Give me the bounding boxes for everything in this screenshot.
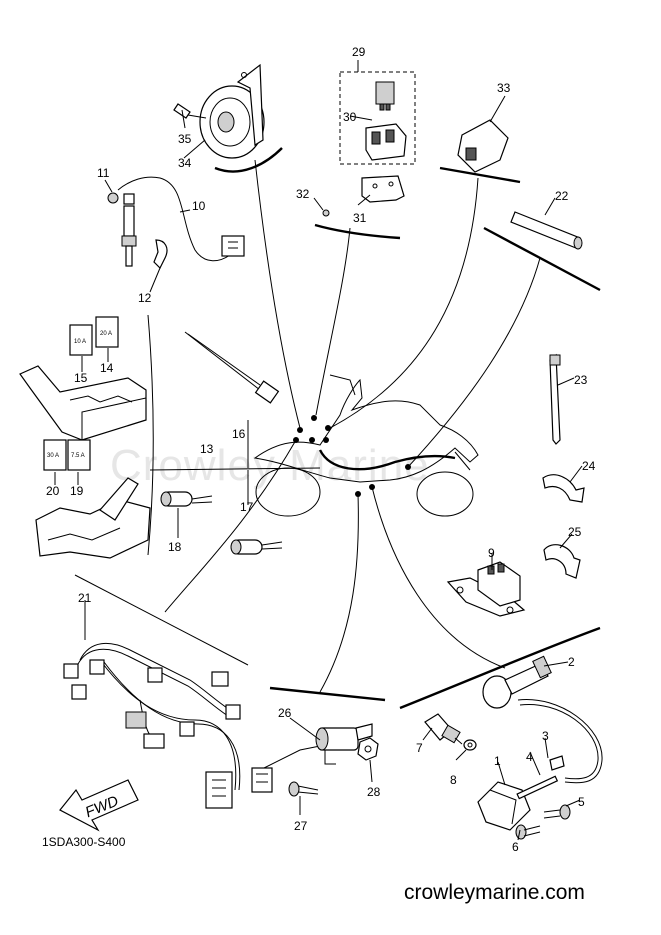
callout-8: 8 bbox=[450, 773, 457, 787]
fuse-20-rating: 30 A bbox=[47, 453, 59, 459]
callout-28: 28 bbox=[367, 785, 381, 799]
callout-16: 16 bbox=[232, 427, 246, 441]
fuse-14-rating: 20 A bbox=[100, 331, 112, 337]
wire-harness bbox=[63, 642, 241, 809]
callout-19: 19 bbox=[70, 484, 84, 498]
rectifier-9 bbox=[446, 561, 526, 617]
thermo-switch bbox=[424, 713, 463, 745]
fuse-15-rating: 10 A bbox=[74, 339, 86, 345]
callout-5: 5 bbox=[578, 795, 585, 809]
callout-20: 20 bbox=[46, 484, 60, 498]
callout-21: 21 bbox=[78, 591, 92, 605]
lead-wire bbox=[184, 331, 280, 404]
callout-leaders bbox=[54, 60, 583, 841]
oil-pressure-switch bbox=[107, 176, 245, 270]
fuse-box-lower: 30 A 7.5 A bbox=[35, 439, 151, 559]
fwd-arrow: FWD bbox=[59, 779, 139, 832]
callout-12: 12 bbox=[138, 291, 152, 305]
fuse-box-upper: 10 A 20 A bbox=[19, 316, 147, 441]
callout-17: 17 bbox=[240, 500, 254, 514]
fuse-19-rating: 7.5 A bbox=[71, 453, 85, 459]
bolt-5 bbox=[543, 804, 571, 820]
group-brackets bbox=[74, 147, 601, 710]
sleeve-17 bbox=[230, 539, 283, 555]
bolt-27 bbox=[288, 781, 319, 797]
motorcycle-outline bbox=[253, 374, 479, 517]
connector-cap bbox=[457, 119, 509, 173]
callout-3: 3 bbox=[542, 729, 549, 743]
callout-22: 22 bbox=[555, 189, 569, 203]
switch-assembly bbox=[251, 723, 373, 793]
nut-28 bbox=[357, 737, 379, 761]
callout-31: 31 bbox=[353, 211, 367, 225]
callout-33: 33 bbox=[497, 81, 511, 95]
horn bbox=[199, 63, 265, 159]
callout-14: 14 bbox=[100, 361, 114, 375]
callout-35: 35 bbox=[178, 132, 192, 146]
ignition-coil bbox=[477, 655, 603, 831]
callout-2: 2 bbox=[568, 655, 575, 669]
cable-band bbox=[549, 353, 561, 445]
callout-4: 4 bbox=[526, 750, 533, 764]
sleeve-18 bbox=[160, 491, 213, 507]
callout-numbers: 29 30 31 32 33 34 35 11 10 12 22 15 14 1… bbox=[46, 45, 596, 854]
callout-30: 30 bbox=[343, 110, 357, 124]
callout-34: 34 bbox=[178, 156, 192, 170]
callout-23: 23 bbox=[574, 373, 588, 387]
callout-13: 13 bbox=[200, 442, 214, 456]
protector-tube bbox=[510, 211, 583, 250]
leader-lines bbox=[149, 159, 541, 693]
callout-1: 1 bbox=[494, 754, 501, 768]
callout-26: 26 bbox=[278, 706, 292, 720]
callout-24: 24 bbox=[582, 459, 596, 473]
callout-32: 32 bbox=[296, 187, 310, 201]
washer-8 bbox=[463, 739, 477, 751]
callout-11: 11 bbox=[97, 166, 110, 180]
callout-7: 7 bbox=[416, 741, 423, 755]
site-name[interactable]: crowleymarine.com bbox=[404, 881, 585, 904]
callout-29: 29 bbox=[352, 45, 366, 59]
callout-10: 10 bbox=[192, 199, 206, 213]
holder-25 bbox=[543, 544, 581, 579]
callout-6: 6 bbox=[512, 840, 519, 854]
callout-9: 9 bbox=[488, 546, 495, 560]
holder-24 bbox=[542, 474, 585, 503]
callout-25: 25 bbox=[568, 525, 582, 539]
callout-15: 15 bbox=[74, 371, 88, 385]
callout-27: 27 bbox=[294, 819, 308, 833]
callout-18: 18 bbox=[168, 540, 182, 554]
relay-kit bbox=[322, 71, 416, 217]
diagram-code: 1SDA300-S400 bbox=[42, 835, 126, 849]
